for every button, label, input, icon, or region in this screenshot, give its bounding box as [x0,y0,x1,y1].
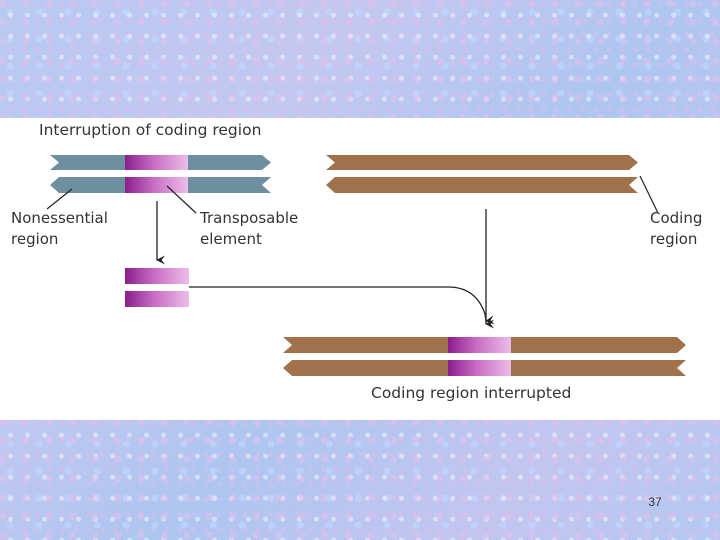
free-transposon-bottom [125,291,189,307]
transposable-pointer [166,185,197,214]
free-transposon-top [125,268,189,284]
coding-label-line2: region [650,230,697,248]
nonessential-label-line2: region [11,230,58,248]
coding-strand-bottom [326,177,638,193]
nonessential-label-line1: Nonessential [11,209,108,227]
slide-number: 37 [648,495,662,509]
transposon-diagram: Interruption of coding region Nonessenti… [11,121,702,402]
transposon-segment-bottom [125,177,188,193]
coding-dna [326,155,638,193]
free-transposon [125,268,189,307]
interrupted-dna [283,337,686,376]
coding-pointer [639,175,659,214]
nonessential-dna [50,155,271,193]
result-label: Coding region interrupted [371,384,571,402]
diagram-title: Interruption of coding region [39,121,261,139]
nonessential-pointer [46,188,73,210]
transposable-label-line1: Transposable [199,209,298,227]
transposable-label-line2: element [200,230,262,248]
inserted-transposon-bottom [448,360,511,376]
white-panel: Interruption of coding region Nonessenti… [0,118,720,420]
insertion-arrow [189,286,495,325]
inserted-transposon-top [448,337,511,353]
transposon-segment-top [125,155,188,170]
coding-label-line1: Coding [650,209,702,227]
coding-strand-top [326,155,638,170]
